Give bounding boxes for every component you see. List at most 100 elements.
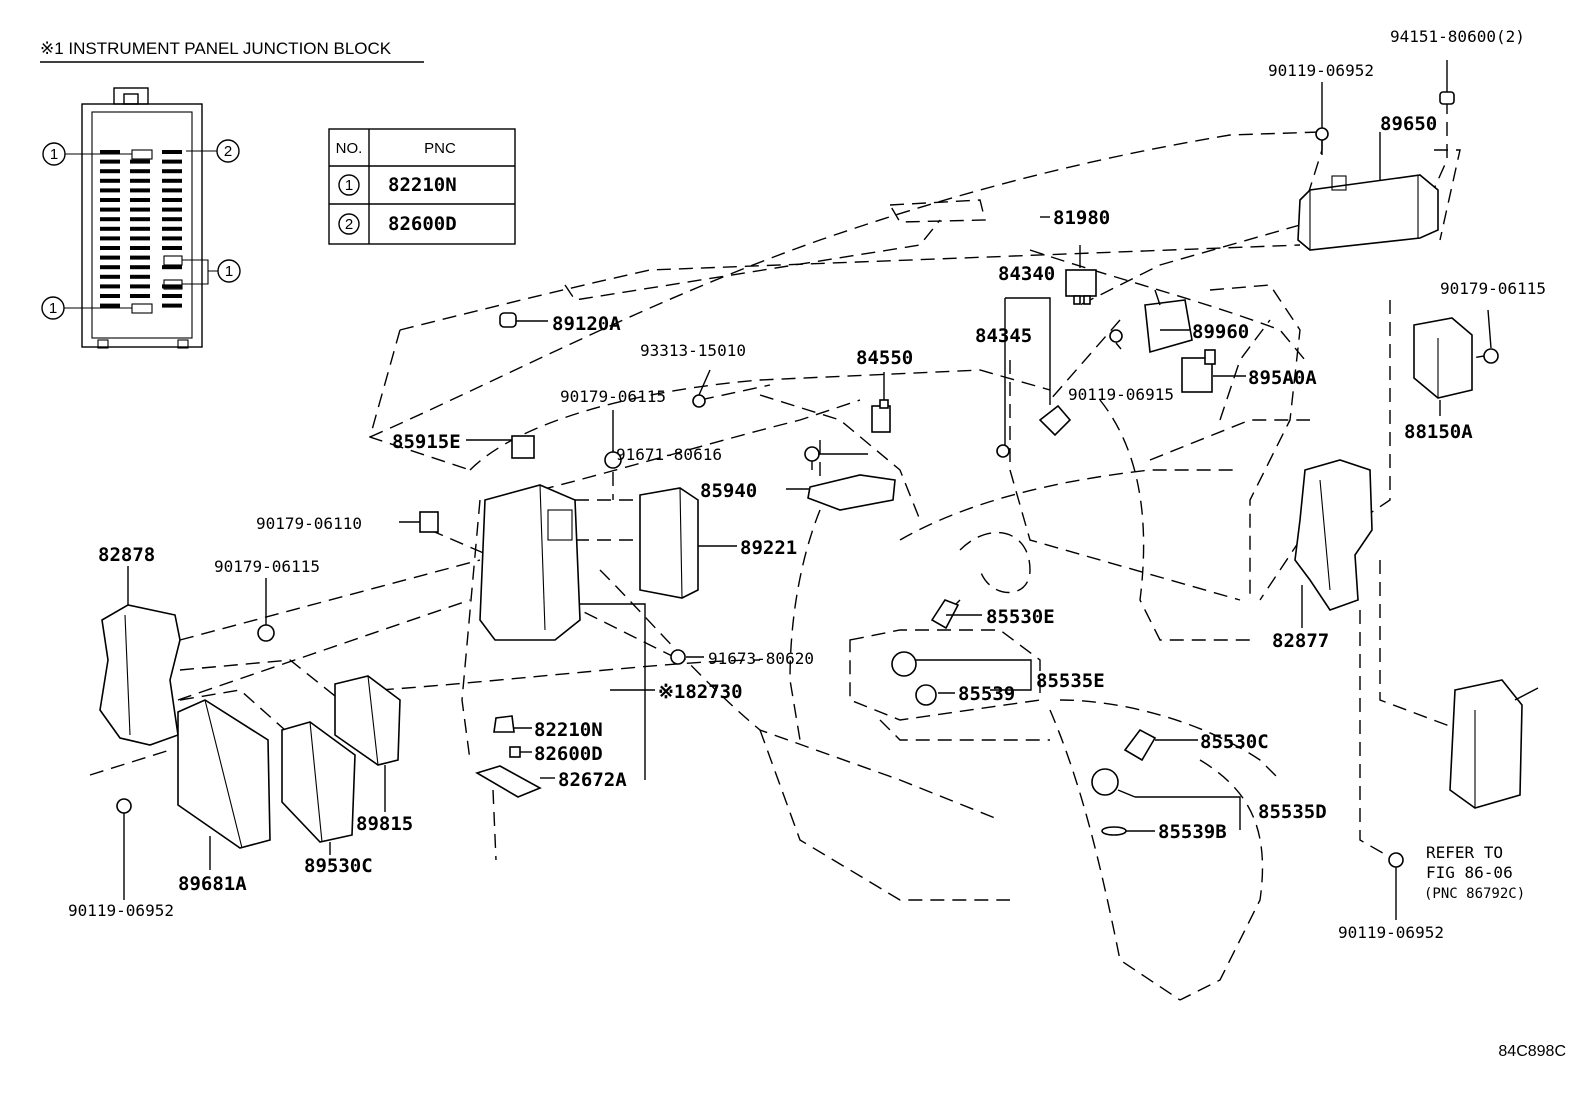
part-91673-bolt[interactable]: [670, 649, 686, 665]
part-90119-bolt-top[interactable]: [1315, 127, 1329, 155]
inset-marker-4: 1: [41, 296, 132, 320]
part-85539[interactable]: [915, 684, 937, 706]
part-85539B[interactable]: [1101, 826, 1127, 836]
junction-block-inset: [81, 87, 203, 349]
fuse-slot: [100, 217, 120, 222]
callout-89960: 89960: [1192, 321, 1249, 343]
junction-block-title: ※1 INSTRUMENT PANEL JUNCTION BLOCK: [40, 39, 392, 58]
callout-89221: 89221: [740, 537, 797, 559]
part-82877-bracket[interactable]: [1294, 459, 1373, 611]
fuse-slot: [130, 284, 150, 289]
svg-text:2: 2: [224, 143, 232, 160]
fuse-slot: [130, 274, 150, 279]
fuse-slot: [130, 159, 150, 164]
part-84550[interactable]: [871, 399, 891, 433]
fuse-slot: [100, 178, 120, 183]
callout-82877: 82877: [1272, 630, 1329, 652]
part-84345-switch[interactable]: [996, 444, 1010, 458]
fuse-slot: [162, 303, 182, 308]
fuse-slot: [130, 198, 150, 202]
relay-slot-1a: [131, 149, 153, 160]
part-895A0A[interactable]: [1181, 349, 1216, 393]
part-89650-module[interactable]: [1297, 174, 1439, 251]
fuse-slot: [130, 236, 150, 241]
fuse-slot: [100, 159, 120, 164]
part-94151-clip[interactable]: [1439, 91, 1455, 105]
part-85535D-bulb[interactable]: [1091, 768, 1136, 798]
part-junction-block[interactable]: [479, 484, 581, 641]
part-89120A[interactable]: [499, 312, 517, 328]
fuse-slot: [100, 188, 120, 193]
part-90119-bolt-right[interactable]: [1388, 852, 1404, 885]
fuse-slot: [162, 178, 182, 183]
callout-90179-06110: 90179-06110: [256, 514, 362, 533]
fuse-slot: [162, 217, 182, 222]
callout-85940: 85940: [700, 480, 757, 502]
fuse-slot: [162, 284, 182, 289]
fuse-slot: [162, 207, 182, 212]
part-90179-nut-right[interactable]: [1483, 348, 1499, 364]
fuse-slot: [130, 246, 150, 250]
callout-90119-top: 90119-06952: [1268, 61, 1374, 80]
part-85530E-socket[interactable]: [930, 599, 960, 630]
fuse-slot: [130, 169, 150, 174]
part-89815[interactable]: [334, 675, 401, 766]
fuse-slot: [100, 236, 120, 241]
part-89681A[interactable]: [177, 699, 271, 849]
part-81980-relay[interactable]: [1065, 269, 1097, 305]
part-90179-06110-clip[interactable]: [419, 511, 439, 533]
leader-lines: [123, 60, 1492, 920]
refer-line-3: (PNC 86792C): [1424, 886, 1525, 902]
part-85940[interactable]: [807, 474, 896, 511]
fuse-slot: [162, 198, 182, 202]
part-85530C-socket[interactable]: [1123, 728, 1157, 762]
part-88150A-ecu[interactable]: [1413, 317, 1473, 399]
part-82878-bracket[interactable]: [99, 604, 181, 746]
fuse-slot: [130, 265, 150, 270]
callout-82672A: 82672A: [558, 769, 627, 791]
part-89960[interactable]: [1144, 289, 1193, 354]
callout-82600D: 82600D: [534, 743, 603, 765]
part-89530C[interactable]: [281, 721, 356, 843]
pnc-table: NO. PNC 1 82210N 2 82600D: [328, 128, 516, 245]
part-82600D-fuse[interactable]: [509, 746, 521, 758]
part-89221-ecu[interactable]: [639, 487, 699, 599]
callout-93313: 93313-15010: [640, 341, 746, 360]
part-ecu-refer[interactable]: [1449, 679, 1539, 809]
part-93313-screw[interactable]: [692, 394, 706, 408]
callout-85915E: 85915E: [392, 431, 461, 453]
part-90119-06915-bolt[interactable]: [1109, 329, 1123, 343]
inset-marker-2: 2: [186, 139, 240, 163]
callout-89120A: 89120A: [552, 313, 621, 335]
part-85535E-bulb[interactable]: [891, 651, 917, 677]
svg-text:1: 1: [50, 146, 58, 163]
part-84340-switch[interactable]: [1038, 404, 1072, 437]
callout-90119-left: 90119-06952: [68, 901, 174, 920]
callout-91671: 91671-80616: [616, 445, 722, 464]
part-91671-bolt[interactable]: [804, 446, 820, 470]
svg-text:1: 1: [225, 263, 233, 280]
pnc-row-1-pnc: 82210N: [388, 174, 457, 196]
callout-90179-right: 90179-06115: [1440, 279, 1546, 298]
callout-94151: 94151-80600(2): [1390, 27, 1525, 46]
callout-84340: 84340: [998, 263, 1055, 285]
fuse-slot: [130, 226, 150, 231]
part-85915E[interactable]: [511, 435, 535, 459]
callout-89650: 89650: [1380, 113, 1437, 135]
fuse-slot: [100, 284, 120, 289]
refer-line-2: FIG 86-06: [1426, 863, 1513, 882]
part-90119-bolt-left[interactable]: [116, 798, 132, 830]
inset-marker-3: 1: [182, 259, 241, 285]
callout-85539: 85539: [958, 683, 1015, 705]
fuse-slot: [130, 188, 150, 193]
part-90179-nut-left[interactable]: [257, 624, 275, 642]
fuse-slot: [100, 198, 120, 202]
fuse-slot: [100, 303, 120, 308]
part-82210N-relay[interactable]: [493, 715, 515, 733]
pnc-row-2-pnc: 82600D: [388, 213, 457, 235]
part-82672A-cover[interactable]: [475, 765, 542, 798]
callout-89681A: 89681A: [178, 873, 247, 895]
callout-89815: 89815: [356, 813, 413, 835]
callout-85530E: 85530E: [986, 606, 1055, 628]
